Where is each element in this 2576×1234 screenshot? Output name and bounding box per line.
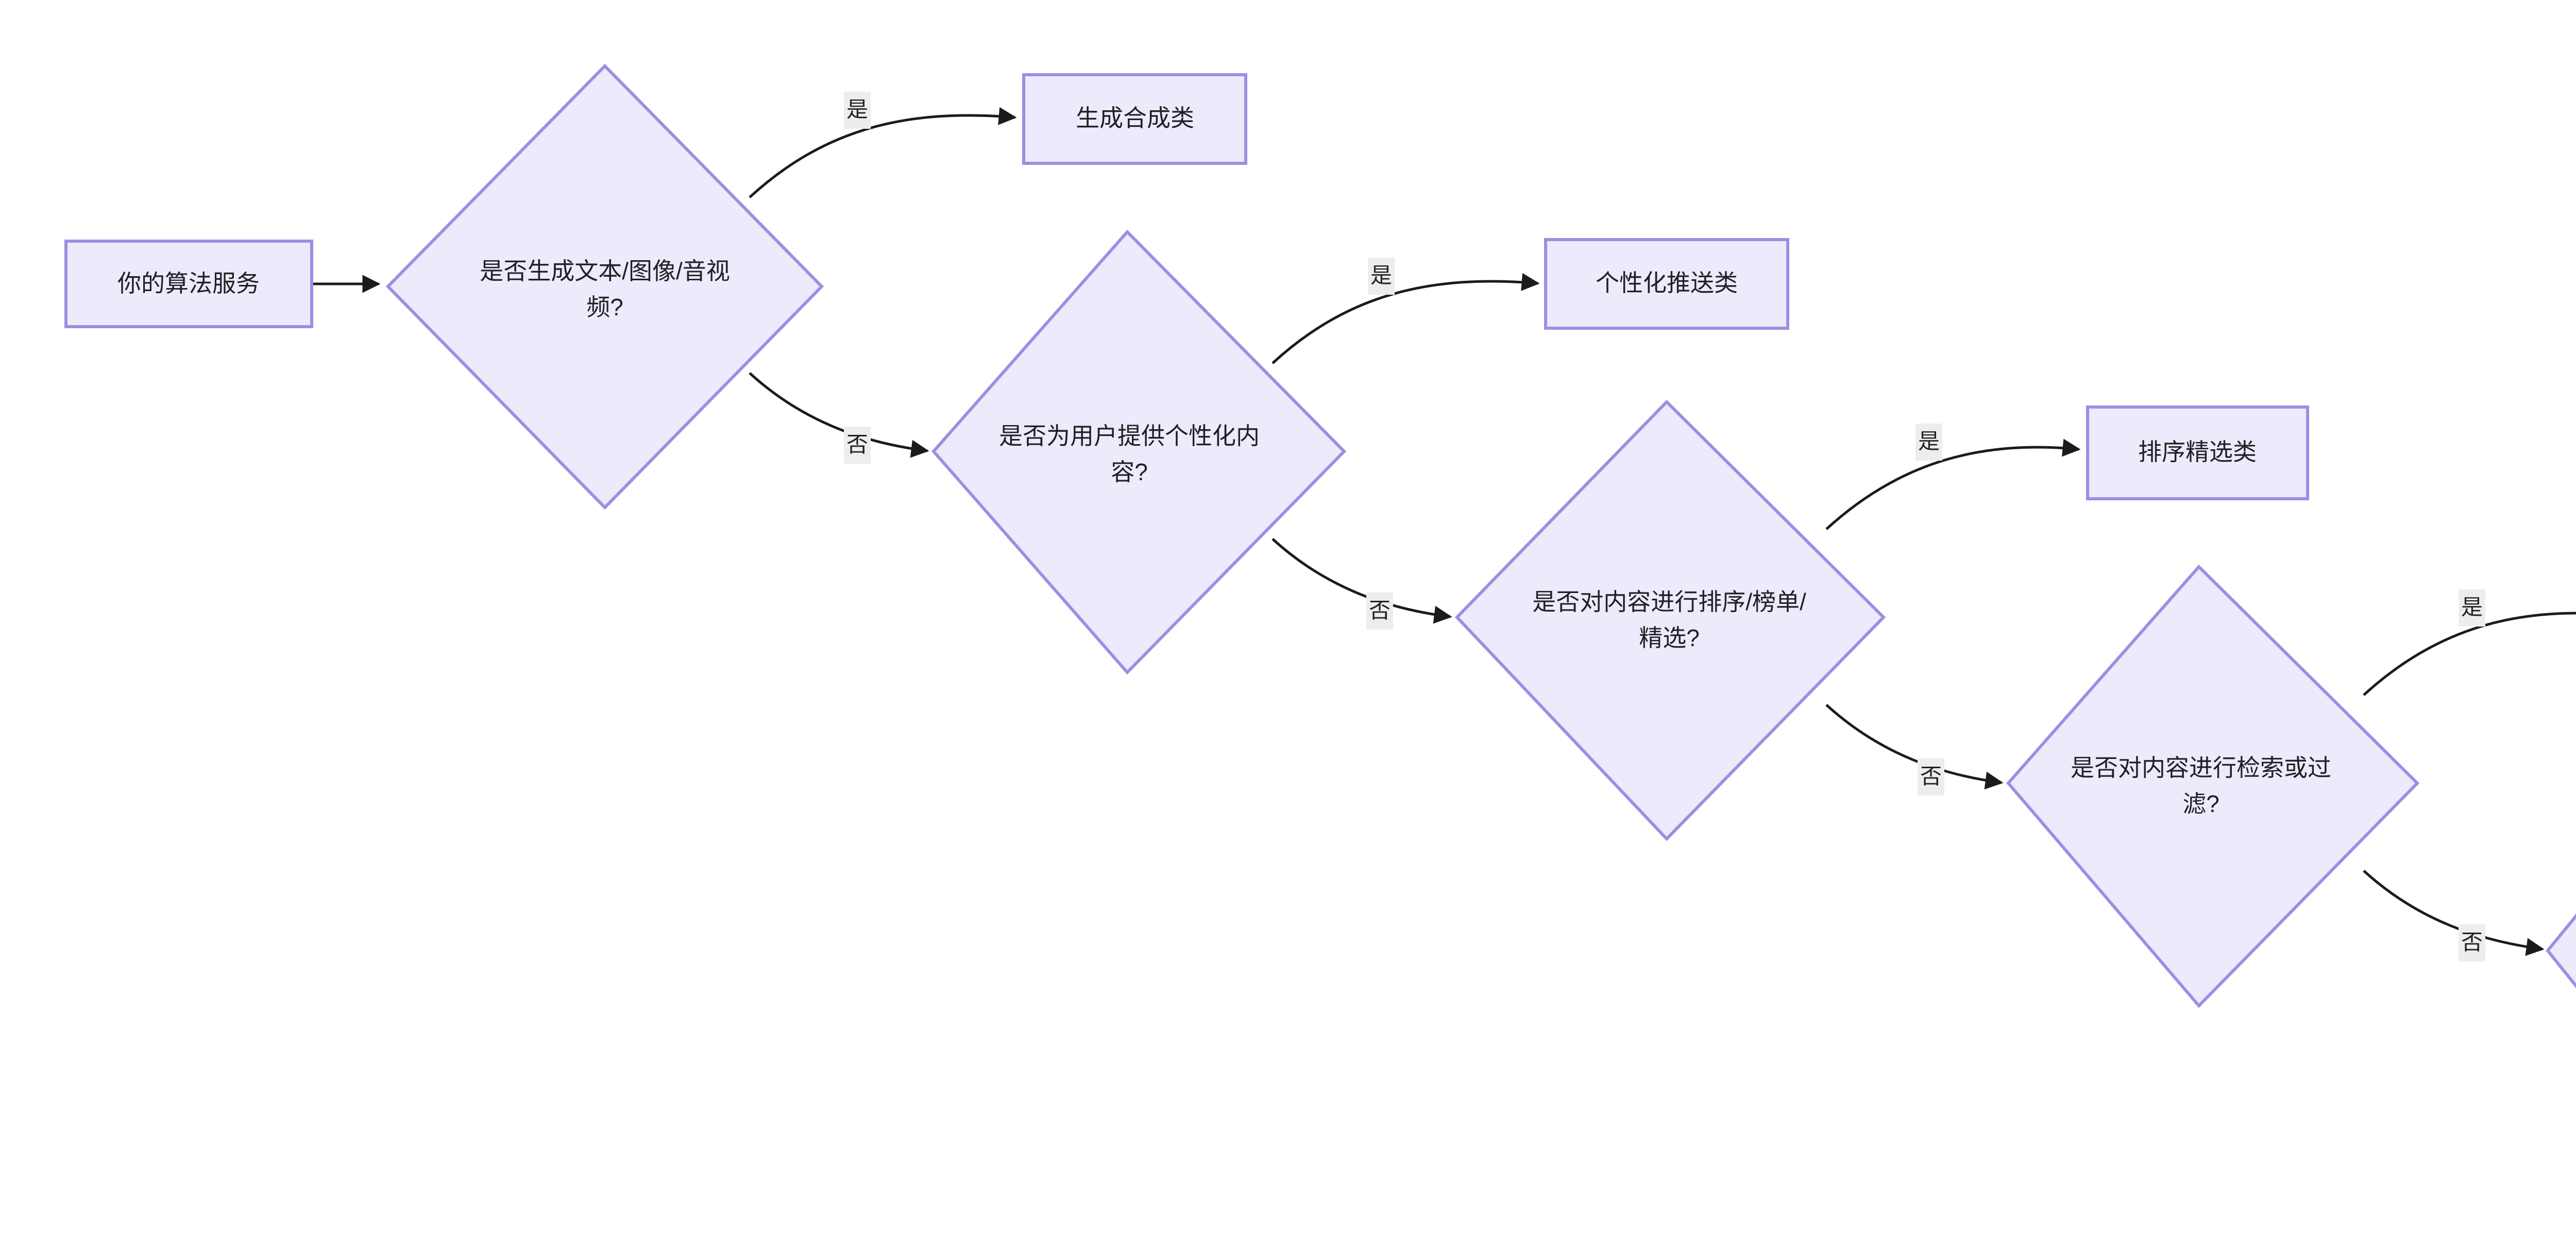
edge-label-no: 否 xyxy=(1920,764,1942,788)
node-decision-retrieval[interactable]: 是否对内容进行检索或过 滤? xyxy=(2006,564,2420,1008)
node-label: 个性化推送类 xyxy=(1596,269,1738,296)
edge-d4-to-r4: 是 xyxy=(2363,589,2576,696)
node-label-line1: 是否生成文本/图像/音视 xyxy=(480,258,730,284)
edges-layer: 是 否 是 否 是 否 xyxy=(313,92,2576,961)
nodes-layer: 你的算法服务 是否生成文本/图像/音视 频? 生成合成类 是否为用户提供个性化内… xyxy=(64,63,2576,1176)
node-shape-rect[interactable] xyxy=(1022,73,1247,165)
node-shape-diamond[interactable] xyxy=(1454,399,1886,841)
edge-label-bg xyxy=(844,92,871,129)
edge-label-bg xyxy=(1368,258,1395,295)
node-label-line2: 精选? xyxy=(1639,624,1700,651)
node-result-ranking[interactable]: 排序精选类 xyxy=(2086,405,2309,500)
edge-label-yes: 是 xyxy=(2461,595,2483,619)
node-shape-rect[interactable] xyxy=(64,240,313,328)
edge-label-bg xyxy=(1366,593,1393,630)
edge-label-yes: 是 xyxy=(1370,263,1392,288)
edge-label-bg xyxy=(2459,589,2485,627)
edge-d3-to-d4: 否 xyxy=(1825,704,2004,796)
edge-d2-to-r2: 是 xyxy=(1272,258,1540,364)
edge-label-bg xyxy=(2459,924,2485,961)
edge-label-no: 否 xyxy=(1369,598,1391,622)
node-result-personalization[interactable]: 个性化推送类 xyxy=(1544,238,1789,330)
node-label-line2: 频? xyxy=(586,294,623,320)
edge-path xyxy=(1825,704,2004,790)
edge-path xyxy=(749,107,1017,198)
node-label-line1: 是否对内容进行排序/榜单/ xyxy=(1532,588,1806,615)
edge-path xyxy=(2363,870,2545,956)
edge-d3-to-r3: 是 xyxy=(1825,424,2081,530)
edge-d2-to-d3: 否 xyxy=(1272,538,1452,630)
node-shape-diamond[interactable] xyxy=(2546,729,2576,1176)
node-label-line1: 是否对内容进行检索或过 xyxy=(2071,754,2331,781)
node-decision-generation[interactable]: 是否生成文本/图像/音视 频? xyxy=(385,63,824,510)
edge-label-bg xyxy=(1916,424,1942,461)
edge-label-no: 否 xyxy=(846,432,868,457)
node-shape-rect[interactable] xyxy=(1544,238,1789,330)
node-decision-ranking[interactable]: 是否对内容进行排序/榜单/ 精选? xyxy=(1454,399,1886,841)
edge-d1-to-d2: 否 xyxy=(749,372,929,464)
edge-label-yes: 是 xyxy=(846,97,868,122)
node-decision-scheduling[interactable]: 是否涉及资源调度/分配/匹 配? xyxy=(2546,729,2576,1176)
edge-label-bg xyxy=(1918,758,1944,796)
node-label: 生成合成类 xyxy=(1076,105,1194,131)
node-decision-personalization[interactable]: 是否为用户提供个性化内 容? xyxy=(931,229,1347,675)
edge-path xyxy=(1272,273,1540,364)
edge-path xyxy=(1825,438,2081,530)
edge-label-bg xyxy=(844,427,871,464)
node-shape-diamond[interactable] xyxy=(385,63,824,510)
edge-path xyxy=(749,372,929,458)
node-start[interactable]: 你的算法服务 xyxy=(64,240,313,328)
node-shape-diamond[interactable] xyxy=(931,229,1347,675)
node-shape-rect[interactable] xyxy=(2086,405,2309,500)
node-label: 你的算法服务 xyxy=(117,270,260,297)
node-result-generation[interactable]: 生成合成类 xyxy=(1022,73,1247,165)
node-label-line2: 容? xyxy=(1111,459,1148,485)
edge-d4-to-d5: 否 xyxy=(2363,870,2545,961)
node-label: 排序精选类 xyxy=(2138,438,2257,465)
node-shape-diamond[interactable] xyxy=(2006,564,2420,1008)
node-label-line1: 是否为用户提供个性化内 xyxy=(999,422,1260,449)
edge-label-yes: 是 xyxy=(1918,429,1940,453)
node-label-line2: 滤? xyxy=(2182,790,2219,817)
edge-label-no: 否 xyxy=(2461,930,2483,954)
edge-d1-to-r1: 是 xyxy=(749,92,1017,198)
edge-path xyxy=(1272,538,1452,624)
